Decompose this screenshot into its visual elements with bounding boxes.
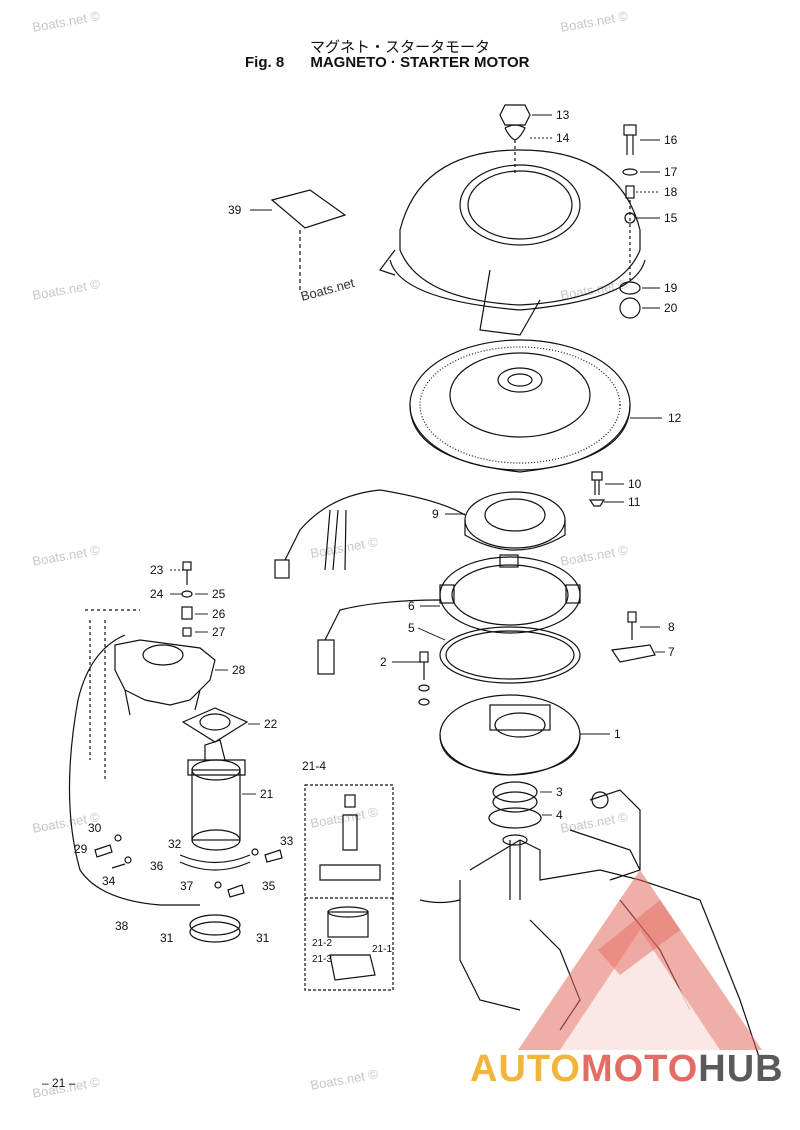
small-fasteners [94,834,283,898]
callout: 16 [664,133,678,147]
callout: 21-4 [302,759,326,773]
title-japanese: マグネト・スタータモータ [309,38,490,56]
brand-part-hub: HUB [698,1048,784,1090]
callout: 18 [664,185,678,199]
starter-bracket [85,609,216,780]
brand-part-moto: MOTO [580,1048,699,1090]
stator-base [439,694,581,776]
callout: 7 [668,645,675,659]
callout: 32 [168,837,182,851]
callout: 27 [212,625,226,639]
callout: 31 [256,931,270,945]
callout-numbers: 13 14 16 17 18 15 39 19 20 12 10 11 9 23… [74,108,682,965]
flywheel [409,339,631,473]
callout: 21-3 [312,954,332,965]
callout: 3 [556,785,563,799]
starter-band [179,854,251,943]
callout: 23 [150,563,164,577]
callout: 21 [260,787,274,801]
callout: 5 [408,621,415,635]
page-number: – 21 – [42,1076,76,1090]
callout: 28 [232,663,246,677]
bearing-3 [488,781,542,829]
callout: 21-1 [372,944,392,955]
bolt-23-stack [181,561,193,637]
stator [274,489,566,579]
figure-label: Fig. 8 [245,54,285,71]
callout: 37 [180,879,194,893]
screw-8 [610,611,656,663]
figure-title: MAGNETO · STARTER MOTOR [310,54,530,71]
gasket-22 [181,707,249,743]
flywheel-cover [379,149,646,336]
screws-2 [418,651,430,706]
callout: 17 [664,165,678,179]
callout: 30 [88,821,102,835]
callout: 25 [212,587,226,601]
callout: 1 [614,727,621,741]
bolt-16-stack [619,124,641,319]
callout: 9 [432,507,439,521]
nut-13 [499,104,531,175]
brand-part-auto: AUTO [470,1048,581,1090]
label-card-39 [270,189,347,290]
callout: 13 [556,108,570,122]
callout: 35 [262,879,276,893]
starter-motor [187,739,246,851]
callout: 34 [102,874,116,888]
callout: 36 [150,859,164,873]
callout: 38 [115,919,129,933]
callout: 15 [664,211,678,225]
detail-box-21-4 [304,784,394,991]
callout: 20 [664,301,678,315]
callout: 31 [160,931,174,945]
callout: 21-2 [312,938,332,949]
callout: 22 [264,717,278,731]
callout: 26 [212,607,226,621]
bolt-10 [588,471,606,507]
callout: 24 [150,587,164,601]
callout: 10 [628,477,642,491]
callout: 39 [228,203,242,217]
callout: 11 [628,495,641,509]
callout: 19 [664,281,678,295]
callout-leaders [170,114,665,816]
callout: 29 [74,842,88,856]
callout: 33 [280,834,294,848]
ring-5 [439,626,581,684]
callout: 4 [556,808,563,822]
brand-wordmark: AUTOMOTOHUB [470,1048,784,1091]
title-english: Fig. 8 MAGNETO · STARTER MOTOR [245,54,530,71]
callout: 2 [380,655,387,669]
hose-38 [68,634,200,906]
brand-triangle-logo [518,870,762,1050]
callout: 8 [668,620,675,634]
callout: 14 [556,131,570,145]
callout: 12 [668,411,682,425]
pulser-coil-plate [317,554,581,675]
callout: 6 [408,599,415,613]
